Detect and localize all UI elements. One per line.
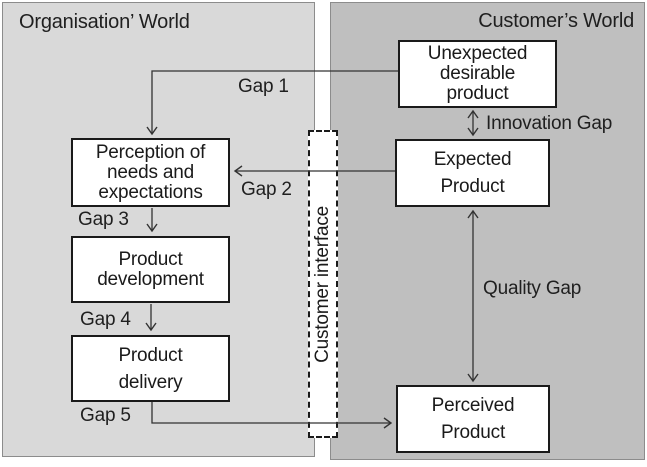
- box-product-development: Product development: [71, 236, 230, 303]
- box-text-line: expectations: [98, 181, 203, 203]
- gap3-label: Gap 3: [78, 209, 129, 230]
- box-text-line: Product: [118, 344, 183, 366]
- customer-interface-box: Customer interface: [308, 130, 338, 438]
- gap5-label: Gap 5: [80, 405, 131, 426]
- box-text-line: product: [446, 83, 509, 104]
- box-text-line: desirable: [439, 63, 516, 84]
- innovation-gap-label: Innovation Gap: [486, 113, 613, 134]
- box-text-line: development: [97, 268, 204, 290]
- gap2-label: Gap 2: [241, 179, 292, 200]
- box-text-line: needs and: [107, 161, 194, 183]
- box-product-delivery: Product delivery: [71, 335, 230, 402]
- organisation-world-title: Organisation’ World: [19, 11, 190, 33]
- gap1-label: Gap 1: [238, 76, 289, 97]
- box-text-line: Expected: [433, 149, 512, 170]
- box-text-line: Product: [440, 422, 506, 443]
- box-text-line: Product: [118, 248, 183, 270]
- box-unexpected-desirable-product: Unexpected desirable product: [398, 40, 557, 108]
- customer-world-title: Customer’s World: [478, 10, 634, 32]
- box-text-line: delivery: [118, 371, 183, 393]
- quality-gap-label: Quality Gap: [483, 278, 582, 299]
- box-text-line: Perceived: [431, 395, 515, 416]
- box-text-line: Perception of: [95, 141, 206, 163]
- box-perceived-product: Perceived Product: [396, 385, 550, 453]
- box-expected-product: Expected Product: [395, 139, 550, 207]
- box-text-line: Unexpected: [427, 43, 528, 64]
- box-perception-of-needs: Perception of needs and expectations: [71, 138, 230, 207]
- gap4-label: Gap 4: [80, 309, 131, 330]
- box-text-line: Product: [440, 176, 505, 197]
- customer-interface-label: Customer interface: [312, 205, 333, 363]
